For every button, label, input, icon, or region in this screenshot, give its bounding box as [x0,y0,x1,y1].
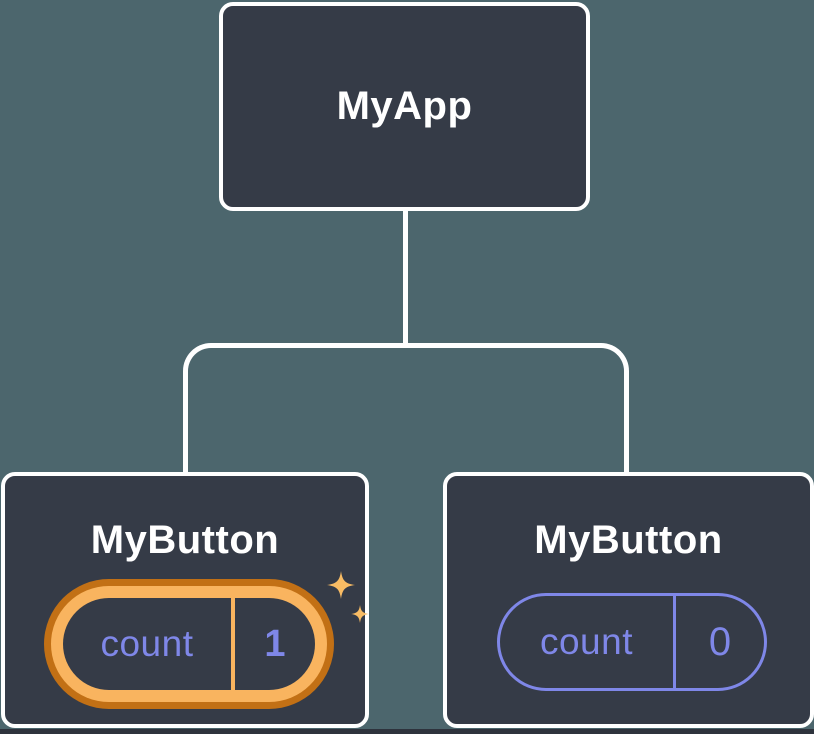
node-myapp-label: MyApp [336,84,473,128]
state-name-label: count [539,621,633,662]
sparkle-icon [327,571,369,623]
state-pill-highlight-ring: count 1 [51,586,327,702]
state-value: 0 [708,619,732,664]
node-myapp: MyApp [219,2,590,211]
state-pill-highlighted: count 1 [44,579,334,709]
state-value: 1 [264,622,286,665]
node-mybutton-1: MyButton count 1 [1,472,369,728]
node-mybutton-2: MyButton count 0 [443,472,814,728]
node-mybutton-2-label: MyButton [534,518,723,562]
state-pill-divider [673,596,676,688]
connector-bracket [183,343,629,473]
bottom-strip [0,729,814,734]
state-pill-body: count 1 [63,598,315,690]
state-name-label: count [100,623,194,664]
node-mybutton-1-label: MyButton [90,518,280,562]
state-pill-plain: count 0 [497,593,767,691]
state-pill-divider [231,598,235,690]
connector-stem [403,211,408,347]
